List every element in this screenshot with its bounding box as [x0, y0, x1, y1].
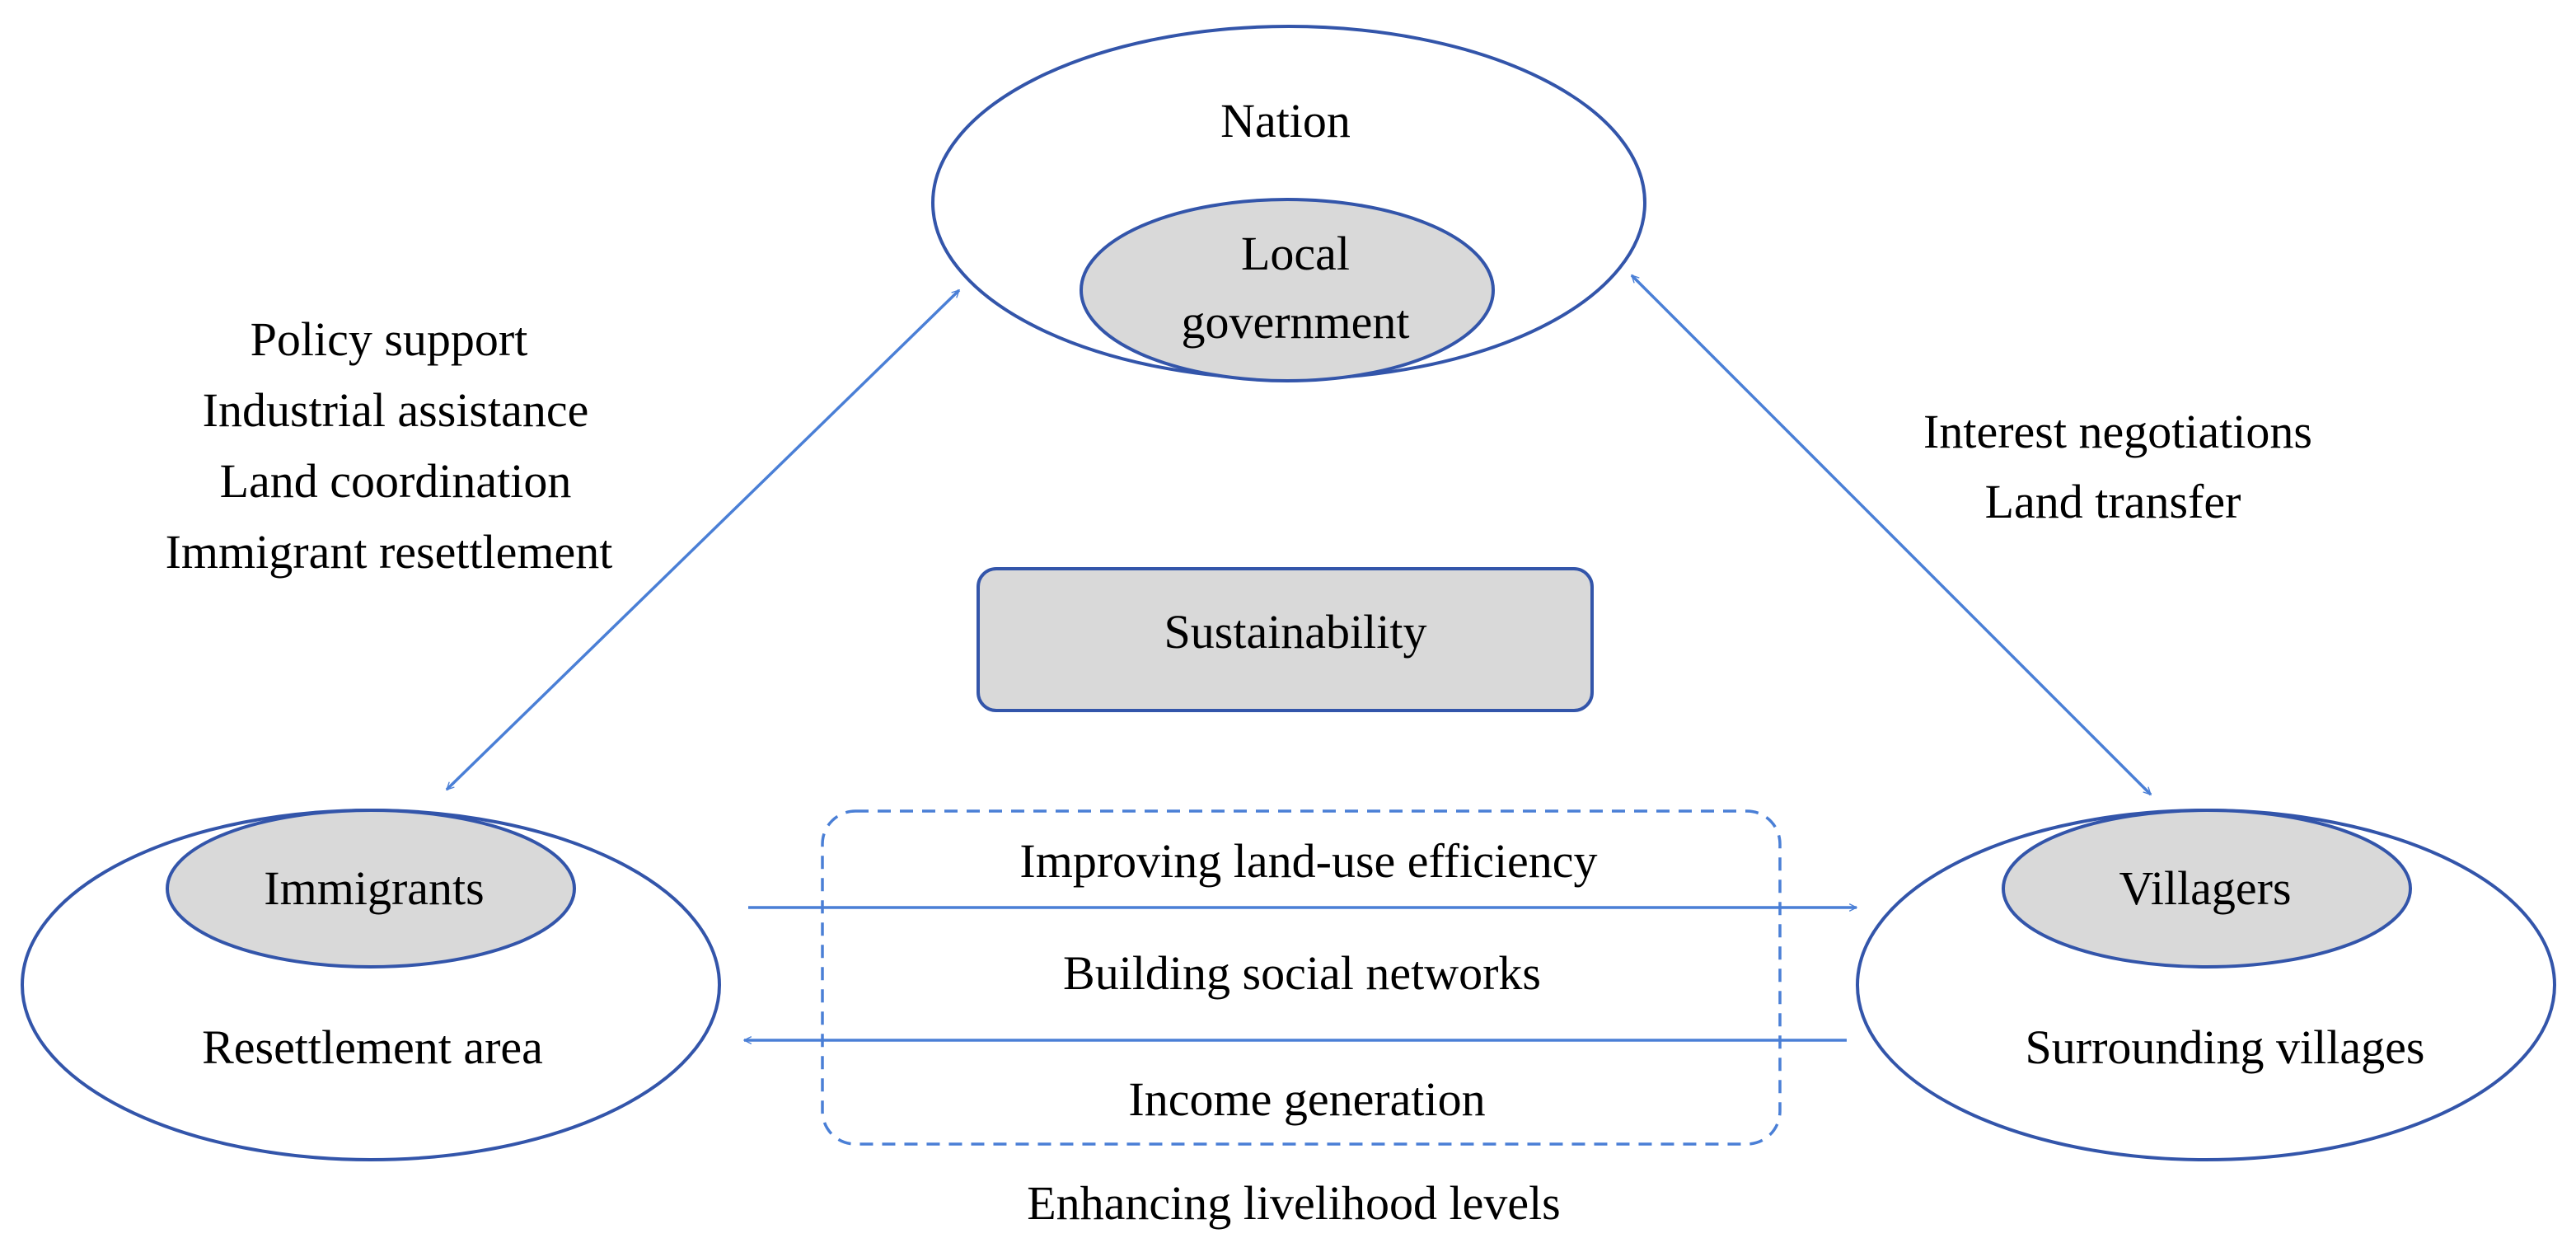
social-networks-label: Building social networks — [1063, 946, 1541, 1000]
left-relation-labels: Policy support Industrial assistance Lan… — [166, 312, 613, 579]
nation-label: Nation — [1220, 94, 1351, 148]
land-use-efficiency-label: Improving land-use efficiency — [1019, 834, 1597, 888]
livelihood-levels-label: Enhancing livelihood levels — [1027, 1176, 1561, 1230]
sustainability-node: Sustainability — [977, 567, 1594, 712]
left-relation-line: Policy support — [251, 312, 528, 366]
resettlement-area-node: Immigrants Resettlement area — [21, 809, 721, 1161]
bottom-relation-labels: Improving land-use efficiency Building s… — [1019, 834, 1597, 1230]
local-government-label-line2: government — [1181, 295, 1409, 349]
resettlement-area-label: Resettlement area — [202, 1020, 543, 1074]
surrounding-villages-label: Surrounding villages — [2026, 1020, 2425, 1074]
villagers-ellipse — [2002, 809, 2412, 969]
sustainability-box — [977, 567, 1594, 712]
left-relation-line: Land coordination — [220, 454, 572, 508]
sustainability-label: Sustainability — [1164, 605, 1427, 659]
income-generation-label: Income generation — [1128, 1072, 1485, 1126]
nation-node: Nation Local government — [931, 25, 1646, 382]
local-government-label-line1: Local — [1241, 227, 1350, 280]
immigrants-ellipse — [166, 809, 576, 969]
local-government-ellipse — [1080, 198, 1495, 382]
right-relation-labels: Interest negotiations Land transfer — [1923, 405, 2312, 528]
left-relation-line: Immigrant resettlement — [166, 525, 613, 579]
immigrants-label: Immigrants — [264, 861, 484, 915]
villagers-label: Villagers — [2119, 861, 2291, 915]
surrounding-villages-node: Villagers Surrounding villages — [1856, 809, 2556, 1161]
left-relation-line: Industrial assistance — [203, 383, 589, 437]
interaction-dashed-box — [821, 809, 1782, 1146]
arrow-nation-villages — [1630, 274, 2152, 796]
right-relation-line: Land transfer — [1985, 475, 2241, 528]
arrow-nation-resettlement — [445, 288, 961, 791]
right-relation-line: Interest negotiations — [1923, 405, 2312, 458]
